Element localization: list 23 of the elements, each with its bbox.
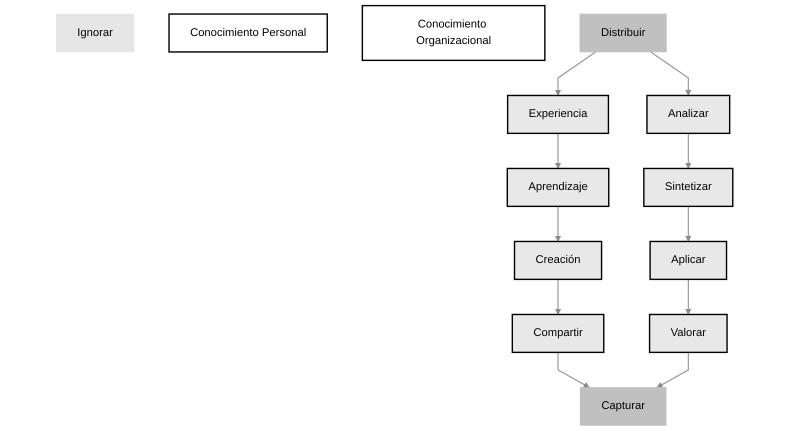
arrow xyxy=(554,133,562,169)
node-box: Compartir xyxy=(512,314,604,354)
node-box: Sintetizar xyxy=(643,168,734,208)
node-box: Aplicar xyxy=(649,240,728,280)
arrow xyxy=(685,133,692,169)
node-box: Analizar xyxy=(646,94,730,134)
arrow xyxy=(685,206,692,242)
arrow xyxy=(685,279,692,315)
arrow xyxy=(554,206,562,242)
arrow xyxy=(554,52,596,96)
arrow xyxy=(558,352,590,388)
node-box: Distribuir xyxy=(580,14,667,52)
node-box: Aprendizaje xyxy=(506,168,610,208)
arrow xyxy=(554,279,562,315)
node-box: Conocimiento Personal xyxy=(168,13,328,53)
node-box: Ignorar xyxy=(56,14,134,52)
node-box: Capturar xyxy=(580,387,666,426)
arrow xyxy=(656,352,689,388)
arrow xyxy=(650,52,692,96)
node-box: Experiencia xyxy=(506,94,610,134)
node-box: Valorar xyxy=(648,314,728,354)
node-box: Creación xyxy=(514,240,602,280)
node-box: Conocimiento Organizacional xyxy=(362,4,546,62)
